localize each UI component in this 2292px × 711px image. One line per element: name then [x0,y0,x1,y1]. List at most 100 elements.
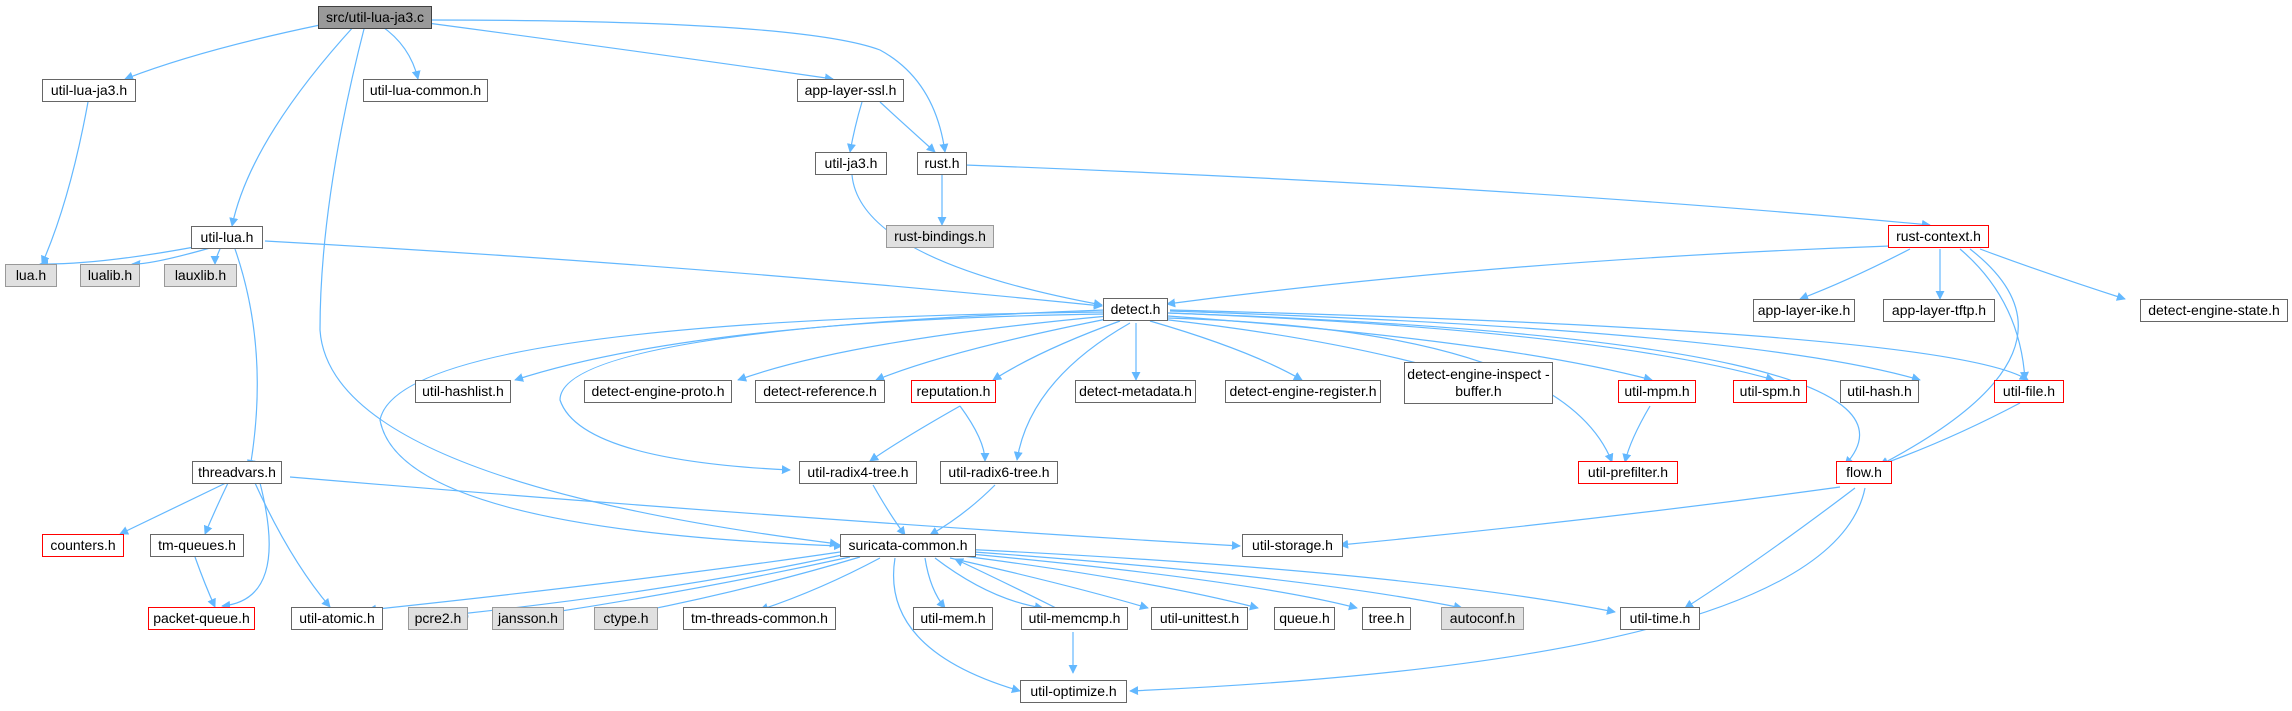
edge [210,248,221,265]
edge [847,101,863,153]
edge [221,482,270,610]
header-node-detect-engine-proto[interactable]: detect-engine-proto.h [584,380,732,403]
truncated-header-node-rust-context[interactable]: rust-context.h [1888,225,1989,248]
header-node-detect[interactable]: detect.h [1103,298,1168,321]
header-node-detect-engine-inspect-buffer[interactable]: detect-engine-inspect -buffer.h [1404,362,1553,404]
edge [41,101,89,265]
edge [124,24,321,81]
edge [851,174,1103,308]
edge [289,476,1241,551]
edge [1167,312,1861,466]
edge [875,317,1113,382]
header-node-detect-reference[interactable]: detect-reference.h [755,380,885,403]
edge [1879,402,2021,467]
edge [954,558,1059,610]
header-node-util-lua-common[interactable]: util-lua-common.h [363,79,488,102]
edge [869,405,961,462]
edge [1799,248,1911,301]
header-node-util-optimize[interactable]: util-optimize.h [1020,680,1127,703]
header-node-util-mem[interactable]: util-mem.h [913,607,993,630]
header-node-util-ja3[interactable]: util-ja3.h [815,152,887,175]
edge [1879,248,2019,466]
truncated-header-node-util-spm[interactable]: util-spm.h [1733,380,1807,403]
header-node-util-storage[interactable]: util-storage.h [1242,534,1343,557]
edge [1339,486,1841,549]
header-node-app-layer-tftp[interactable]: app-layer-tftp.h [1883,299,1995,322]
edge [959,552,1358,611]
edge [429,19,949,153]
header-node-tm-queues[interactable]: tm-queues.h [150,534,244,557]
header-node-queue[interactable]: queue.h [1274,607,1335,630]
edge [234,248,258,469]
header-node-util-radix6-tree[interactable]: util-radix6-tree.h [940,461,1058,484]
header-node-util-unittest[interactable]: util-unittest.h [1151,607,1248,630]
edge [893,557,1021,694]
truncated-header-node-counters[interactable]: counters.h [42,534,124,557]
external-header-node-rust-bindings: rust-bindings.h [886,225,994,248]
edge [879,101,936,153]
edge [934,557,1044,612]
edge [1979,248,2126,301]
edge [367,551,841,614]
header-node-tree[interactable]: tree.h [1362,607,1411,630]
edge [1167,317,1614,463]
edge [964,164,1931,229]
edge [1959,248,2029,381]
edge [459,554,843,618]
edge [872,484,906,536]
header-node-threadvars[interactable]: threadvars.h [192,461,282,484]
header-node-suricata-common[interactable]: suricata-common.h [840,534,976,557]
truncated-header-node-util-mpm[interactable]: util-mpm.h [1618,380,1696,403]
truncated-header-node-util-prefilter[interactable]: util-prefilter.h [1578,461,1678,484]
edge [254,482,331,608]
edge [1129,487,1866,696]
edge [194,556,216,608]
header-node-rust[interactable]: rust.h [917,152,967,175]
edge [949,557,1149,611]
edge [1169,312,1775,383]
edge [959,548,1616,615]
edge [1169,310,1921,383]
header-node-tm-threads-common[interactable]: tm-threads-common.h [683,607,836,630]
edge [514,313,1106,382]
edge [319,24,839,548]
root-source-file-node: src/util-lua-ja3.c [318,6,432,29]
header-node-detect-engine-state[interactable]: detect-engine-state.h [2140,299,2288,322]
external-header-node-ctype: ctype.h [594,607,658,630]
external-header-node-lualib: lualib.h [80,264,140,287]
edge [1166,245,1891,308]
edge [959,405,990,462]
truncated-header-node-reputation[interactable]: reputation.h [911,380,996,403]
edge [264,240,1103,310]
edge [119,480,231,535]
truncated-header-node-util-file[interactable]: util-file.h [1994,380,2064,403]
edge [1013,322,1131,461]
header-node-app-layer-ssl[interactable]: app-layer-ssl.h [797,79,904,102]
header-node-util-time[interactable]: util-time.h [1620,607,1700,630]
header-node-util-lua-ja3[interactable]: util-lua-ja3.h [42,79,136,102]
header-node-util-radix4-tree[interactable]: util-radix4-tree.h [799,461,917,484]
header-node-util-memcmp[interactable]: util-memcmp.h [1021,607,1128,630]
header-node-util-hash[interactable]: util-hash.h [1840,380,1919,403]
header-node-util-hashlist[interactable]: util-hashlist.h [415,380,511,403]
edge [992,320,1121,381]
edge [379,24,421,80]
edge [1622,405,1651,463]
header-node-detect-engine-register[interactable]: detect-engine-register.h [1225,380,1381,403]
edge [419,21,834,83]
header-node-app-layer-ike[interactable]: app-layer-ike.h [1753,299,1855,322]
header-node-util-lua[interactable]: util-lua.h [191,226,263,249]
header-node-util-atomic[interactable]: util-atomic.h [291,607,383,630]
edge [929,484,996,536]
truncated-header-node-flow[interactable]: flow.h [1836,461,1892,484]
edge [759,557,881,612]
edge [541,556,851,618]
edge [959,550,1463,611]
external-header-node-pcre2: pcre2.h [408,607,468,630]
edge [559,309,1106,475]
header-node-detect-metadata[interactable]: detect-metadata.h [1075,380,1196,403]
edge [954,554,1259,611]
external-header-node-lauxlib: lauxlib.h [164,264,237,287]
edge [1169,309,2029,381]
truncated-header-node-packet-queue[interactable]: packet-queue.h [148,607,255,630]
